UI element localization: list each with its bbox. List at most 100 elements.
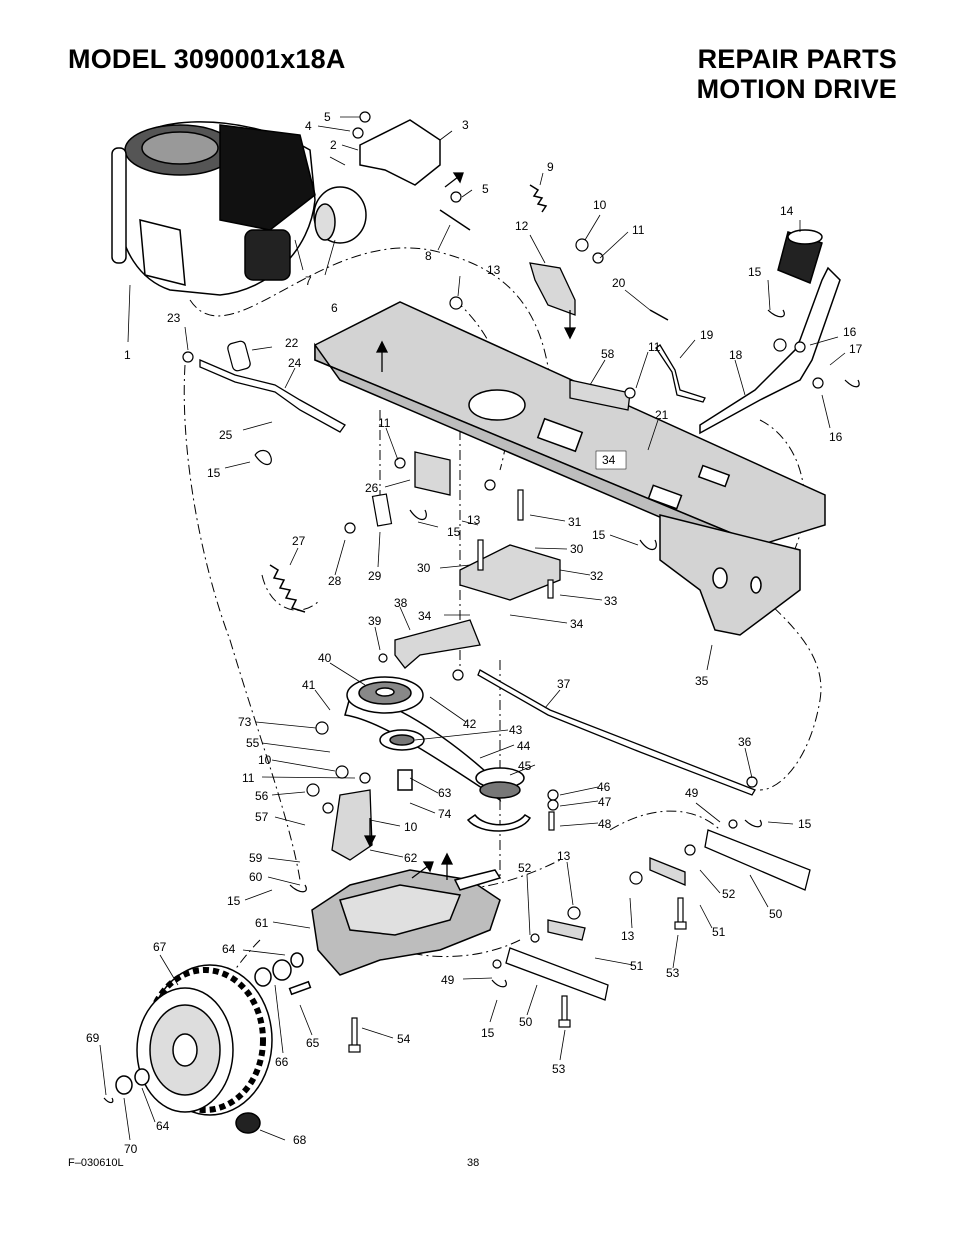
engine <box>111 121 316 296</box>
callout-19: 19 <box>700 328 714 342</box>
callout-57: 57 <box>255 810 269 824</box>
callout-40: 40 <box>318 651 332 665</box>
springs <box>269 184 669 613</box>
callout-35: 35 <box>695 674 709 688</box>
callout-36: 36 <box>738 735 752 749</box>
callout-56: 56 <box>255 789 269 803</box>
callout-48: 48 <box>598 817 612 831</box>
callout-15: 15 <box>207 466 221 480</box>
callout-51: 51 <box>630 959 644 973</box>
callout-47: 47 <box>598 795 612 809</box>
callout-70: 70 <box>124 1142 138 1156</box>
figure-code: F–030610L <box>68 1157 124 1169</box>
callout-box-34 <box>595 450 627 470</box>
callout-52: 52 <box>518 861 532 875</box>
section-title: REPAIR PARTS MOTION DRIVE <box>697 44 897 104</box>
callout-69: 69 <box>86 1031 100 1045</box>
callout-23: 23 <box>167 311 181 325</box>
callout-17: 17 <box>849 342 863 356</box>
callout-54: 54 <box>397 1032 411 1046</box>
callout-26: 26 <box>365 481 379 495</box>
callout-53: 53 <box>666 966 680 980</box>
callout-11: 11 <box>648 340 661 354</box>
callout-15: 15 <box>798 817 812 831</box>
callout-13: 13 <box>557 849 571 863</box>
direction-arrows <box>363 172 577 880</box>
page-number: 38 <box>467 1157 480 1169</box>
callout-15: 15 <box>481 1026 495 1040</box>
callout-49: 49 <box>685 786 699 800</box>
brackets <box>331 262 686 941</box>
callout-64: 64 <box>156 1119 170 1133</box>
callout-1: 1 <box>124 348 131 362</box>
callout-15: 15 <box>748 265 762 279</box>
callout-5: 5 <box>482 182 489 196</box>
callout-65: 65 <box>306 1036 320 1050</box>
callout-66: 66 <box>275 1055 289 1069</box>
callout-30: 30 <box>417 561 431 575</box>
callout-74: 74 <box>438 807 452 821</box>
control-bars <box>199 344 811 1001</box>
callout-16: 16 <box>843 325 857 339</box>
callout-44: 44 <box>517 739 531 753</box>
callout-62: 62 <box>404 851 418 865</box>
callout-31: 31 <box>568 515 582 529</box>
section-title-line1: REPAIR PARTS <box>697 44 897 74</box>
callout-42: 42 <box>463 717 477 731</box>
callout-15: 15 <box>447 525 461 539</box>
callout-61: 61 <box>255 916 269 930</box>
callout-10: 10 <box>258 753 272 767</box>
callout-50: 50 <box>769 907 783 921</box>
callout-32: 32 <box>590 569 604 583</box>
callout-labels: 1 2 3 4 5 5 6 7 8 9 10 11 12 13 14 15 16… <box>86 110 863 1156</box>
model-title: MODEL 3090001x18A <box>68 44 346 74</box>
callout-67: 67 <box>153 940 167 954</box>
callout-53: 53 <box>552 1062 566 1076</box>
transaxle <box>288 869 502 996</box>
callout-13: 13 <box>621 929 635 943</box>
callout-10: 10 <box>593 198 607 212</box>
callout-38: 38 <box>394 596 408 610</box>
callout-2: 2 <box>330 138 337 152</box>
callout-34: 34 <box>570 617 584 631</box>
callout-4: 4 <box>305 119 312 133</box>
callout-33: 33 <box>604 594 618 608</box>
callout-27: 27 <box>292 534 306 548</box>
frame <box>314 301 826 636</box>
callout-10: 10 <box>404 820 418 834</box>
callout-9: 9 <box>547 160 554 174</box>
callout-18: 18 <box>729 348 743 362</box>
fasteners <box>182 111 824 1053</box>
leader-lines <box>99 116 846 1141</box>
callout-34: 34 <box>418 609 432 623</box>
section-title-line2: MOTION DRIVE <box>696 74 897 104</box>
callout-46: 46 <box>597 780 611 794</box>
callout-34: 34 <box>602 453 616 467</box>
callout-58: 58 <box>601 347 615 361</box>
callout-24: 24 <box>288 356 302 370</box>
callout-60: 60 <box>249 870 263 884</box>
callout-29: 29 <box>368 569 382 583</box>
callout-14: 14 <box>780 204 794 218</box>
callout-13: 13 <box>467 513 481 527</box>
callout-37: 37 <box>557 677 571 691</box>
callout-28: 28 <box>328 574 342 588</box>
callout-55: 55 <box>246 736 260 750</box>
callout-22: 22 <box>285 336 299 350</box>
callout-49: 49 <box>441 973 455 987</box>
callout-12: 12 <box>515 219 529 233</box>
callout-16: 16 <box>829 430 843 444</box>
callout-25: 25 <box>219 428 233 442</box>
pulley-assembly <box>344 676 532 832</box>
callout-45: 45 <box>518 759 532 773</box>
callout-21: 21 <box>655 408 669 422</box>
wheel-tire <box>115 952 304 1134</box>
callout-13: 13 <box>487 263 501 277</box>
callout-7: 7 <box>305 274 312 288</box>
callout-63: 63 <box>438 786 452 800</box>
callout-11: 11 <box>378 416 391 430</box>
callout-52: 52 <box>722 887 736 901</box>
callout-15: 15 <box>592 528 606 542</box>
callout-39: 39 <box>368 614 382 628</box>
